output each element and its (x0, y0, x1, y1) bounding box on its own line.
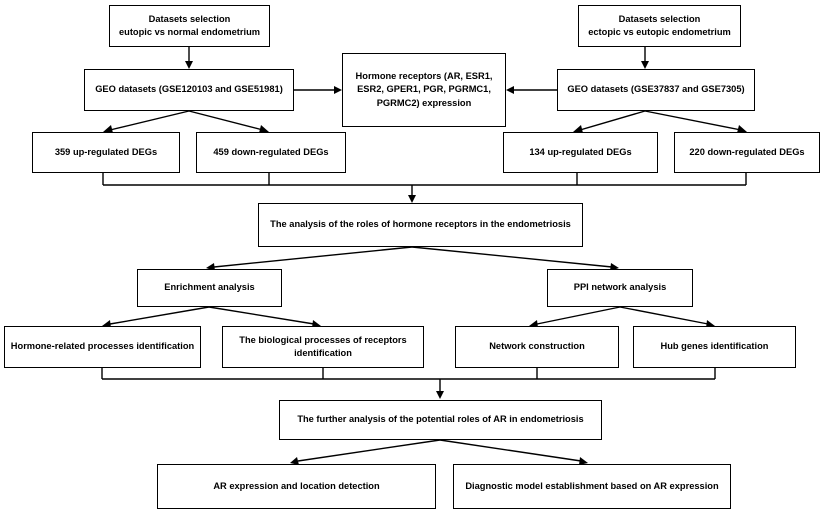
network-construction-label: Network construction (489, 341, 585, 352)
analysis-roles-label: The analysis of the roles of hormone rec… (270, 219, 571, 230)
arrowhead-up-right (573, 125, 583, 133)
up-regulated-left-box: 359 up-regulated DEGs (32, 132, 180, 173)
enrichment-analysis-label: Enrichment analysis (164, 282, 255, 293)
hormone-receptors-line1: Hormone receptors (AR, ESR1, (355, 70, 493, 81)
datasets-selection-right-title: Datasets selection (618, 13, 701, 24)
arrowhead-hormone-right (506, 86, 514, 94)
hormone-processes-box: Hormone-related processes identification (4, 326, 201, 368)
connector-geo-left-up (109, 110, 190, 131)
ar-expression-box: AR expression and location detection (157, 464, 436, 509)
hub-genes-label: Hub genes identification (660, 341, 769, 352)
further-analysis-box: The further analysis of the potential ro… (279, 400, 602, 440)
hormone-receptors-line2: ESR2, GPER1, PGR, PGRMC1, (357, 84, 491, 95)
connector-further-diagnostic (439, 439, 582, 462)
connector-enrichment-bio-processes (208, 306, 315, 325)
analysis-roles-box: The analysis of the roles of hormone rec… (258, 203, 583, 247)
datasets-selection-left-box: Datasets selection eutopic vs normal end… (109, 5, 270, 47)
geo-datasets-left-label: GEO datasets (GSE120103 and GSE51981) (95, 84, 283, 95)
diagnostic-model-box: Diagnostic model establishment based on … (453, 464, 731, 509)
geo-datasets-right-label: GEO datasets (GSE37837 and GSE7305) (567, 84, 745, 95)
further-analysis-label: The further analysis of the potential ro… (297, 414, 584, 425)
connector-geo-right-down (644, 110, 742, 131)
connector-geo-left-down (188, 110, 264, 131)
arrowhead-ar-expression (290, 457, 299, 465)
ppi-network-analysis-box: PPI network analysis (547, 269, 693, 307)
arrowhead-geo-right (641, 61, 649, 69)
network-construction-box: Network construction (455, 326, 619, 368)
up-regulated-right-label: 134 up-regulated DEGs (529, 146, 632, 157)
datasets-selection-left-subtitle: eutopic vs normal endometrium (118, 27, 261, 37)
connector-analysis-ppi (411, 246, 613, 268)
biological-processes-line1: The biological processes of receptors (239, 334, 407, 345)
arrowhead-down-left (259, 125, 269, 133)
connector-enrichment-hormone-processes (109, 306, 210, 325)
hormone-receptors-line3: PGRMC2) expression (376, 97, 472, 108)
arrowhead-analysis (408, 195, 416, 203)
hormone-processes-label: Hormone-related processes identification (10, 341, 195, 352)
connector-analysis-enrichment (213, 246, 413, 268)
datasets-selection-right-box: Datasets selection ectopic vs eutopic en… (578, 5, 741, 47)
datasets-selection-right-subtitle: ectopic vs eutopic endometrium (588, 27, 731, 37)
ppi-network-analysis-label: PPI network analysis (573, 282, 667, 293)
arrowhead-geo-left (185, 61, 193, 69)
down-regulated-left-label: 459 down-regulated DEGs (213, 146, 329, 157)
geo-datasets-left-box: GEO datasets (GSE120103 and GSE51981) (84, 69, 294, 111)
connector-geo-right-up (579, 110, 646, 131)
datasets-selection-left-title: Datasets selection (148, 13, 231, 24)
up-regulated-right-box: 134 up-regulated DEGs (503, 132, 658, 173)
connector-further-ar (297, 439, 441, 462)
arrowhead-diagnostic (579, 457, 588, 465)
enrichment-analysis-box: Enrichment analysis (137, 269, 282, 307)
biological-processes-box: The biological processes of receptors id… (222, 326, 424, 368)
ar-expression-label: AR expression and location detection (213, 480, 380, 491)
arrowhead-up-left (103, 125, 113, 133)
connector-ppi-network (536, 306, 621, 325)
hormone-receptors-box: Hormone receptors (AR, ESR1, ESR2, GPER1… (342, 53, 506, 127)
up-regulated-left-label: 359 up-regulated DEGs (54, 146, 158, 157)
down-regulated-left-box: 459 down-regulated DEGs (196, 132, 346, 173)
arrowhead-further (436, 391, 444, 399)
arrowhead-hormone-left (334, 86, 342, 94)
down-regulated-right-box: 220 down-regulated DEGs (674, 132, 820, 173)
down-regulated-right-label: 220 down-regulated DEGs (689, 146, 805, 157)
arrowhead-down-right (737, 125, 747, 133)
hub-genes-box: Hub genes identification (633, 326, 796, 368)
biological-processes-line2: identification (294, 348, 352, 358)
connector-ppi-hub (619, 306, 709, 325)
geo-datasets-right-box: GEO datasets (GSE37837 and GSE7305) (557, 69, 755, 111)
diagnostic-model-label: Diagnostic model establishment based on … (465, 480, 719, 491)
